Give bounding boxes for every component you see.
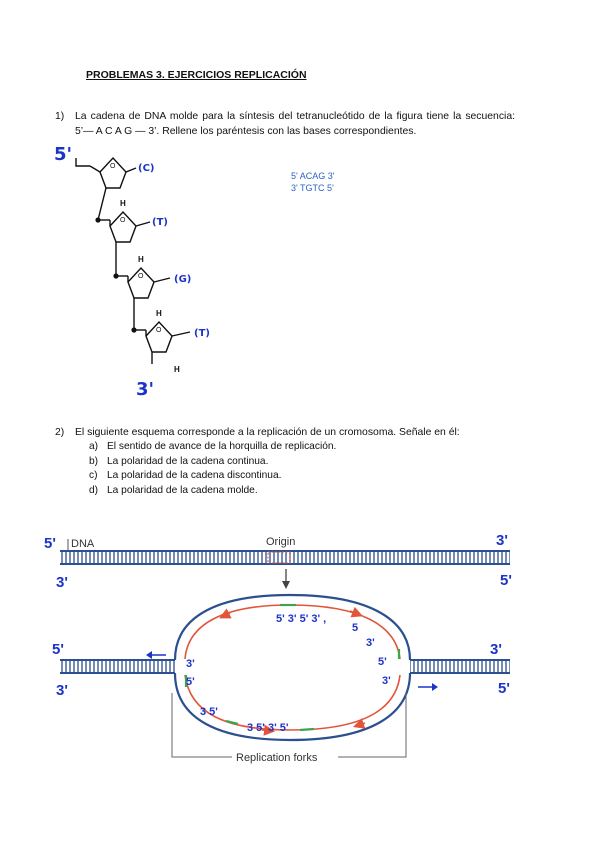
origin-label: Origin: [266, 536, 295, 548]
hand-label: 5': [186, 676, 195, 688]
hand-label: 3': [496, 532, 508, 549]
list-item: c)La polaridad de la cadena discontinua.: [89, 470, 282, 482]
question-2-text: El siguiente esquema corresponde a la re…: [75, 427, 460, 438]
base-label-1: (C): [138, 163, 154, 174]
h-label-1: H: [120, 199, 126, 208]
hand-label: 5': [44, 535, 56, 552]
hand-label: 3': [490, 641, 502, 658]
hand-label: 5': [52, 641, 64, 658]
hand-label: 3': [56, 682, 68, 699]
question-2: 2) El siguiente esquema corresponde a la …: [55, 426, 460, 498]
hand-label: 5' 3' 5' 3' ,: [276, 613, 326, 625]
ring-oxygen-4: O: [156, 327, 162, 334]
tetranucleotide-figure: O O O O H H H H 5' 3' (C) (T) (G) (T): [54, 144, 210, 400]
right-arrow-icon: [432, 683, 438, 691]
down-arrow-icon: [282, 581, 290, 589]
ring-oxygen-3: O: [138, 273, 144, 280]
hand-label: 3': [382, 675, 391, 687]
left-arrow-icon: [146, 651, 152, 659]
hand-label: 3': [186, 658, 195, 670]
list-item: b)La polaridad de la cadena continua.: [89, 455, 269, 467]
question-2-number: 2): [55, 427, 65, 438]
hand-label: 5': [500, 572, 512, 589]
question-1-number: 1): [55, 111, 65, 122]
replication-diagram: DNA Origin Replication forks 5' 3' 3' 5'…: [44, 532, 512, 764]
hand-label: 3': [366, 637, 375, 649]
ring-oxygen-2: O: [120, 217, 126, 224]
list-item: a)El sentido de avance de la horquilla d…: [89, 441, 337, 452]
ring-oxygen-1: O: [110, 163, 116, 170]
hand-label: 3 5' 3' 5': [247, 722, 289, 734]
list-item: d)La polaridad de la cadena molde.: [89, 484, 258, 496]
h-label-4: H: [174, 365, 180, 374]
answer-block: 5' ACAG 3' 3' TGTC 5': [291, 170, 334, 194]
question-1: 1) La cadena de DNA molde para la síntes…: [55, 109, 515, 139]
dna-label: DNA: [71, 538, 95, 550]
five-prime-label: 5': [54, 144, 72, 165]
page-title: PROBLEMAS 3. EJERCICIOS REPLICACIÓN: [86, 69, 307, 81]
hand-label: 3 5': [200, 706, 218, 718]
three-prime-label: 3': [136, 379, 154, 400]
answer-line-1: 5' ACAG 3': [291, 171, 335, 181]
replication-forks-label: Replication forks: [236, 752, 318, 764]
base-label-3: (G): [174, 274, 191, 285]
question-1-text: La cadena de DNA molde para la síntesis …: [75, 111, 515, 137]
base-label-2: (T): [152, 217, 168, 228]
hand-label: 5: [352, 622, 358, 634]
hand-label: 5': [498, 680, 510, 697]
base-label-4: (T): [194, 328, 210, 339]
hand-label: 3': [56, 574, 68, 591]
hand-label: 5': [378, 656, 387, 668]
h-label-2: H: [138, 255, 144, 264]
h-label-3: H: [156, 309, 162, 318]
answer-line-2: 3' TGTC 5': [291, 183, 334, 193]
